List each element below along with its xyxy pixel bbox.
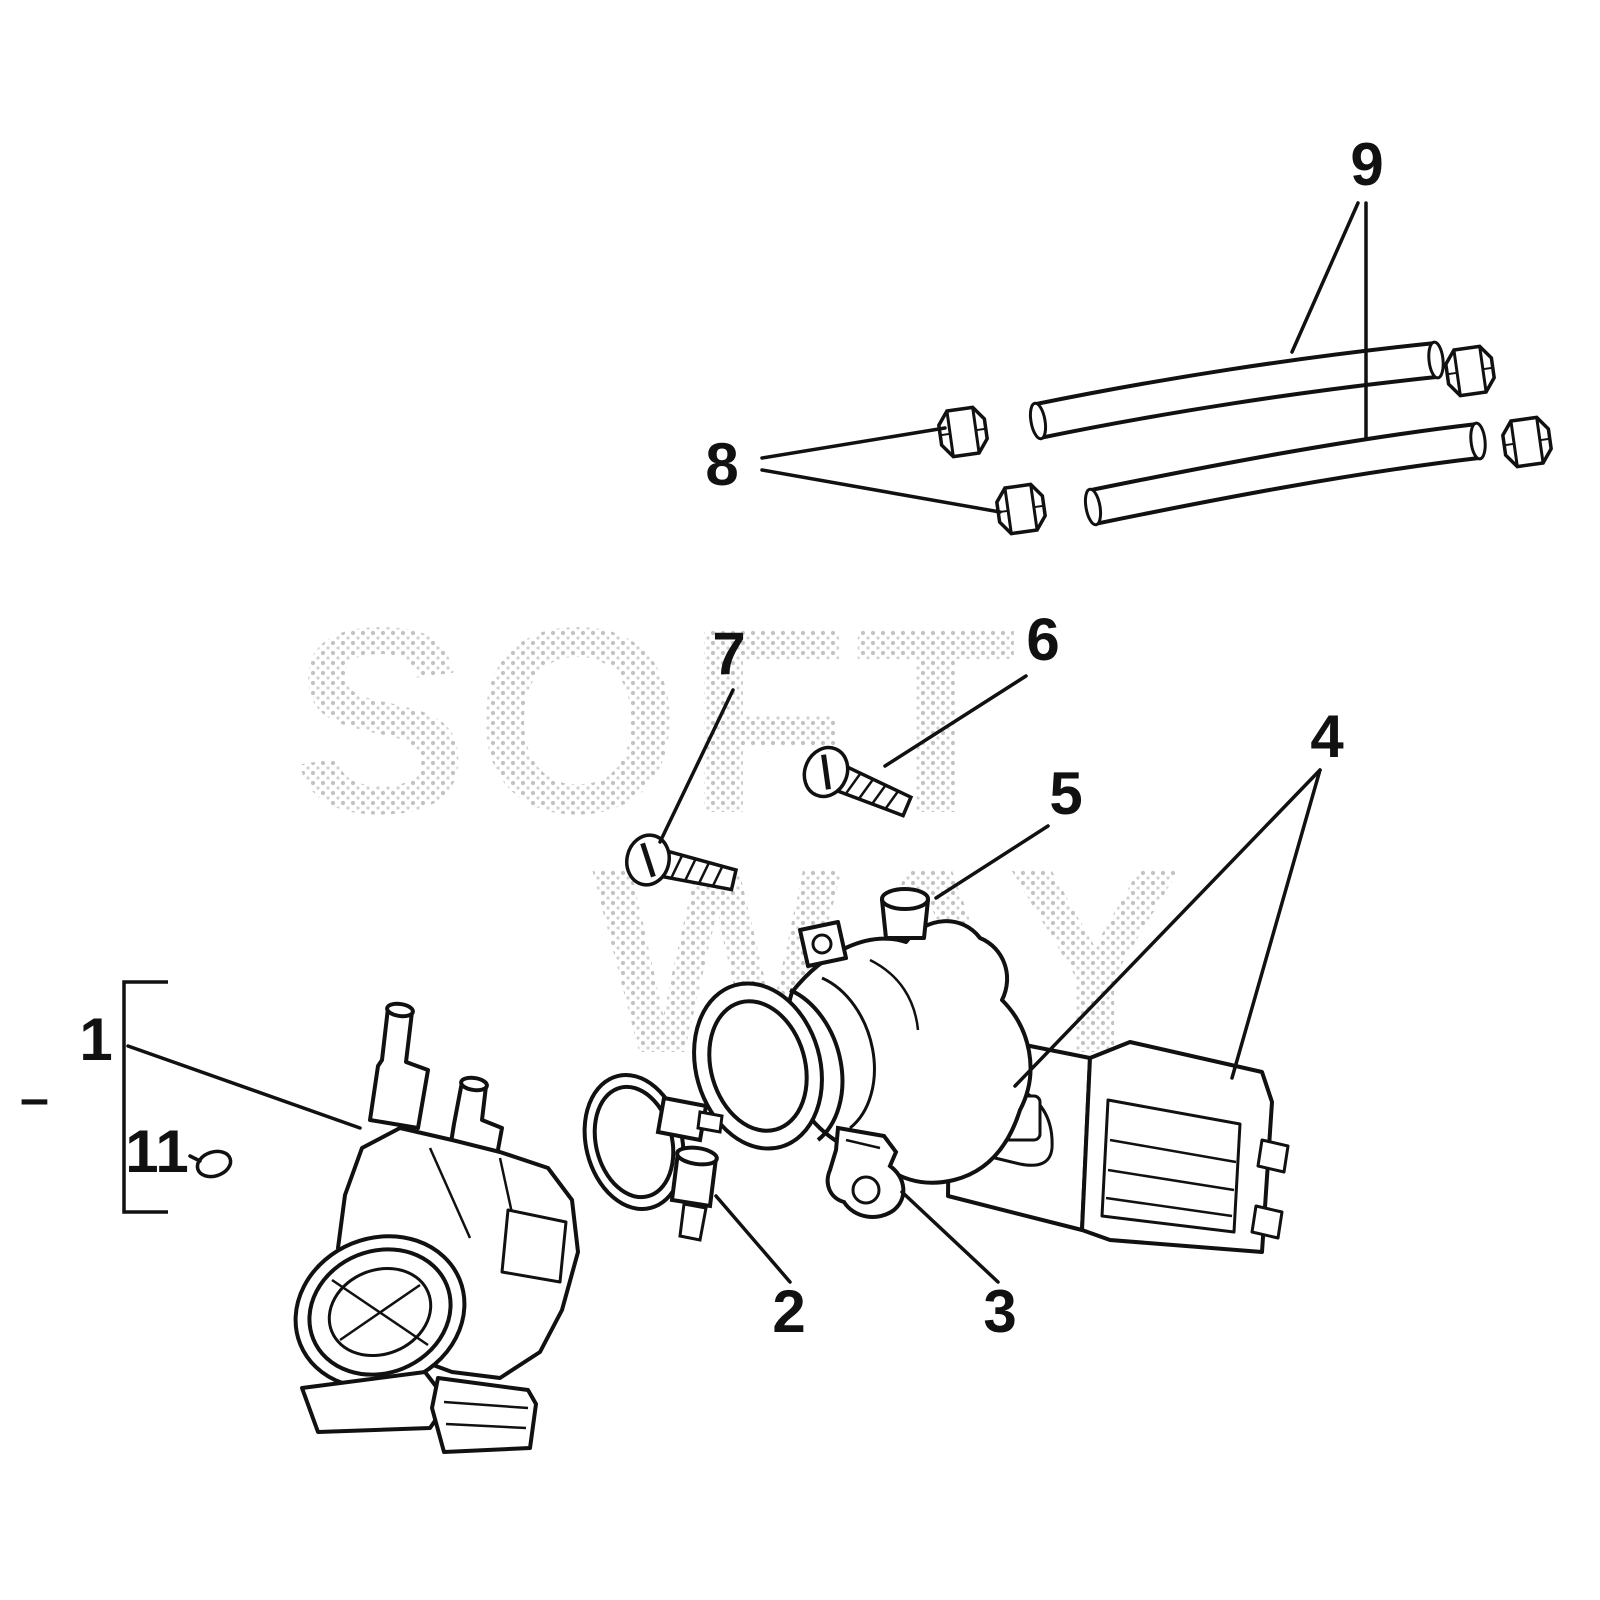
callout-7: 7 xyxy=(712,620,745,687)
carb-base-plate xyxy=(300,1370,450,1434)
mount-tab xyxy=(1256,1138,1290,1174)
part-fuel-hose-lower xyxy=(1083,421,1487,527)
manifold-port-rim xyxy=(880,887,930,911)
hose-end-cap xyxy=(1427,340,1445,380)
detail-line xyxy=(1109,1138,1237,1164)
hose-end-cap xyxy=(1028,401,1048,441)
detail-line xyxy=(845,1138,881,1150)
clip-hole xyxy=(851,1175,881,1205)
callout-9: 9 xyxy=(1350,131,1383,198)
part-fuel-hose-upper xyxy=(1028,340,1445,441)
leader-line-8b xyxy=(760,468,1002,514)
part-plug xyxy=(195,1149,233,1179)
detail-line xyxy=(428,1147,472,1239)
detail-line xyxy=(869,958,920,1031)
screw-rim xyxy=(675,1145,719,1167)
part-retaining-clip xyxy=(825,1125,906,1219)
leader-line-11 xyxy=(188,1154,202,1163)
throttle-body-inset xyxy=(1100,1098,1242,1234)
callout-4: 4 xyxy=(1310,703,1344,770)
detail-line xyxy=(443,1400,529,1410)
leader-line-4a xyxy=(1013,768,1322,1088)
part-intake-manifold xyxy=(692,887,1290,1254)
detail-line xyxy=(339,1283,421,1342)
hose-fitting-icon xyxy=(1442,343,1498,399)
watermark-line1: SOFT xyxy=(292,573,1023,869)
leader-line-5 xyxy=(934,824,1050,900)
leader-line-9a xyxy=(1290,201,1360,354)
hose-fitting-icon xyxy=(1499,414,1555,470)
hose-fill xyxy=(1034,345,1438,436)
sleeve-rib xyxy=(789,988,845,1142)
detail-line xyxy=(1105,1196,1233,1218)
plug-detail xyxy=(197,1157,227,1178)
clamp-screw-head xyxy=(696,1110,724,1134)
leader-line-6 xyxy=(883,674,1028,768)
sleeve-rib xyxy=(821,976,876,1130)
leader-line-7 xyxy=(658,688,735,844)
leader-line-1 xyxy=(126,1044,362,1130)
callout-6: 6 xyxy=(1026,606,1059,673)
detail-line xyxy=(445,1422,527,1430)
callout-2: 2 xyxy=(772,1278,805,1345)
part-hose-clamp xyxy=(582,1073,724,1211)
leader-line-4b xyxy=(1230,768,1322,1080)
part-carburetor xyxy=(293,1001,580,1454)
leader-line-3 xyxy=(900,1190,1000,1284)
detail-line xyxy=(1107,1168,1235,1192)
mount-tab xyxy=(1250,1204,1284,1240)
left-tick-mark: – xyxy=(20,1070,49,1128)
callout-labels: 9 8 7 6 5 4 1 11 2 3 xyxy=(79,131,1383,1345)
hose-fitting-icon xyxy=(993,481,1049,537)
cylinder-rim xyxy=(459,1075,489,1093)
callout-8: 8 xyxy=(705,431,738,498)
leader-line-2 xyxy=(714,1194,792,1284)
hose-fitting-icon xyxy=(935,404,991,460)
part-clamp-screw xyxy=(669,1145,719,1242)
hose-end-cap xyxy=(1469,421,1487,461)
leader-lines xyxy=(126,201,1368,1284)
callout-1: 1 xyxy=(79,1006,112,1073)
hose-fill xyxy=(1089,426,1480,522)
clamp-screw-housing xyxy=(655,1095,709,1143)
hose-end-cap xyxy=(1083,487,1103,527)
leader-line-8a xyxy=(760,426,947,460)
sleeve-inner-rim xyxy=(707,999,809,1133)
callout-11: 11 xyxy=(125,1118,188,1185)
callout-3: 3 xyxy=(983,1278,1016,1345)
clip-body xyxy=(825,1125,906,1219)
carb-top-cylinder xyxy=(368,1006,430,1130)
float-chamber-top xyxy=(500,1208,568,1284)
screw-tip xyxy=(678,1202,708,1242)
bracket-hole xyxy=(811,933,833,955)
carb-float-bowl xyxy=(430,1376,538,1454)
callout-1-bracket xyxy=(122,980,168,1214)
callout-5: 5 xyxy=(1049,760,1082,827)
cylinder-rim xyxy=(385,1001,415,1019)
